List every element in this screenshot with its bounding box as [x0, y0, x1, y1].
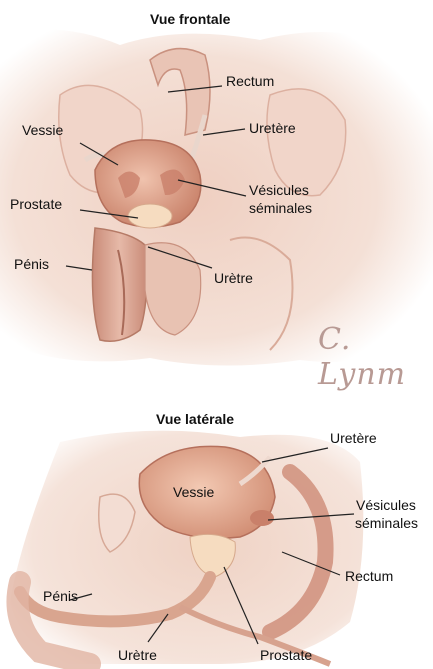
- side-label-seminales: séminales: [355, 515, 418, 531]
- front-view-panel: Vue frontale Rectum Vessie Uretère Vésic…: [0, 0, 433, 375]
- front-label-vesicules: Vésicules: [249, 182, 309, 198]
- front-label-penis: Pénis: [14, 256, 49, 272]
- side-seminal-vesicles-shape: [250, 510, 274, 526]
- side-label-vessie: Vessie: [173, 484, 214, 500]
- front-prostate-shape: [128, 204, 172, 228]
- front-torso-background: [0, 29, 433, 365]
- side-view-panel: Vue latérale Uretère Vessie Vésicules sé…: [0, 402, 433, 669]
- front-label-uretere: Uretère: [249, 120, 296, 136]
- side-label-prostate: Prostate: [260, 647, 312, 663]
- side-label-vesicules: Vésicules: [356, 497, 416, 513]
- side-label-uretre: Urètre: [118, 647, 157, 663]
- front-penis-shape: [92, 228, 146, 341]
- front-label-uretre: Urètre: [214, 270, 253, 286]
- side-label-penis: Pénis: [43, 588, 78, 604]
- front-label-prostate: Prostate: [10, 196, 62, 212]
- side-view-title: Vue latérale: [156, 411, 234, 427]
- front-label-rectum: Rectum: [226, 73, 274, 89]
- front-view-illustration: [0, 0, 433, 375]
- artist-signature: C. Lynm: [318, 322, 433, 392]
- front-view-title: Vue frontale: [150, 11, 230, 27]
- front-label-seminales: séminales: [249, 200, 312, 216]
- front-label-vessie: Vessie: [22, 122, 63, 138]
- side-label-rectum: Rectum: [345, 568, 393, 584]
- side-label-uretere: Uretère: [330, 430, 377, 446]
